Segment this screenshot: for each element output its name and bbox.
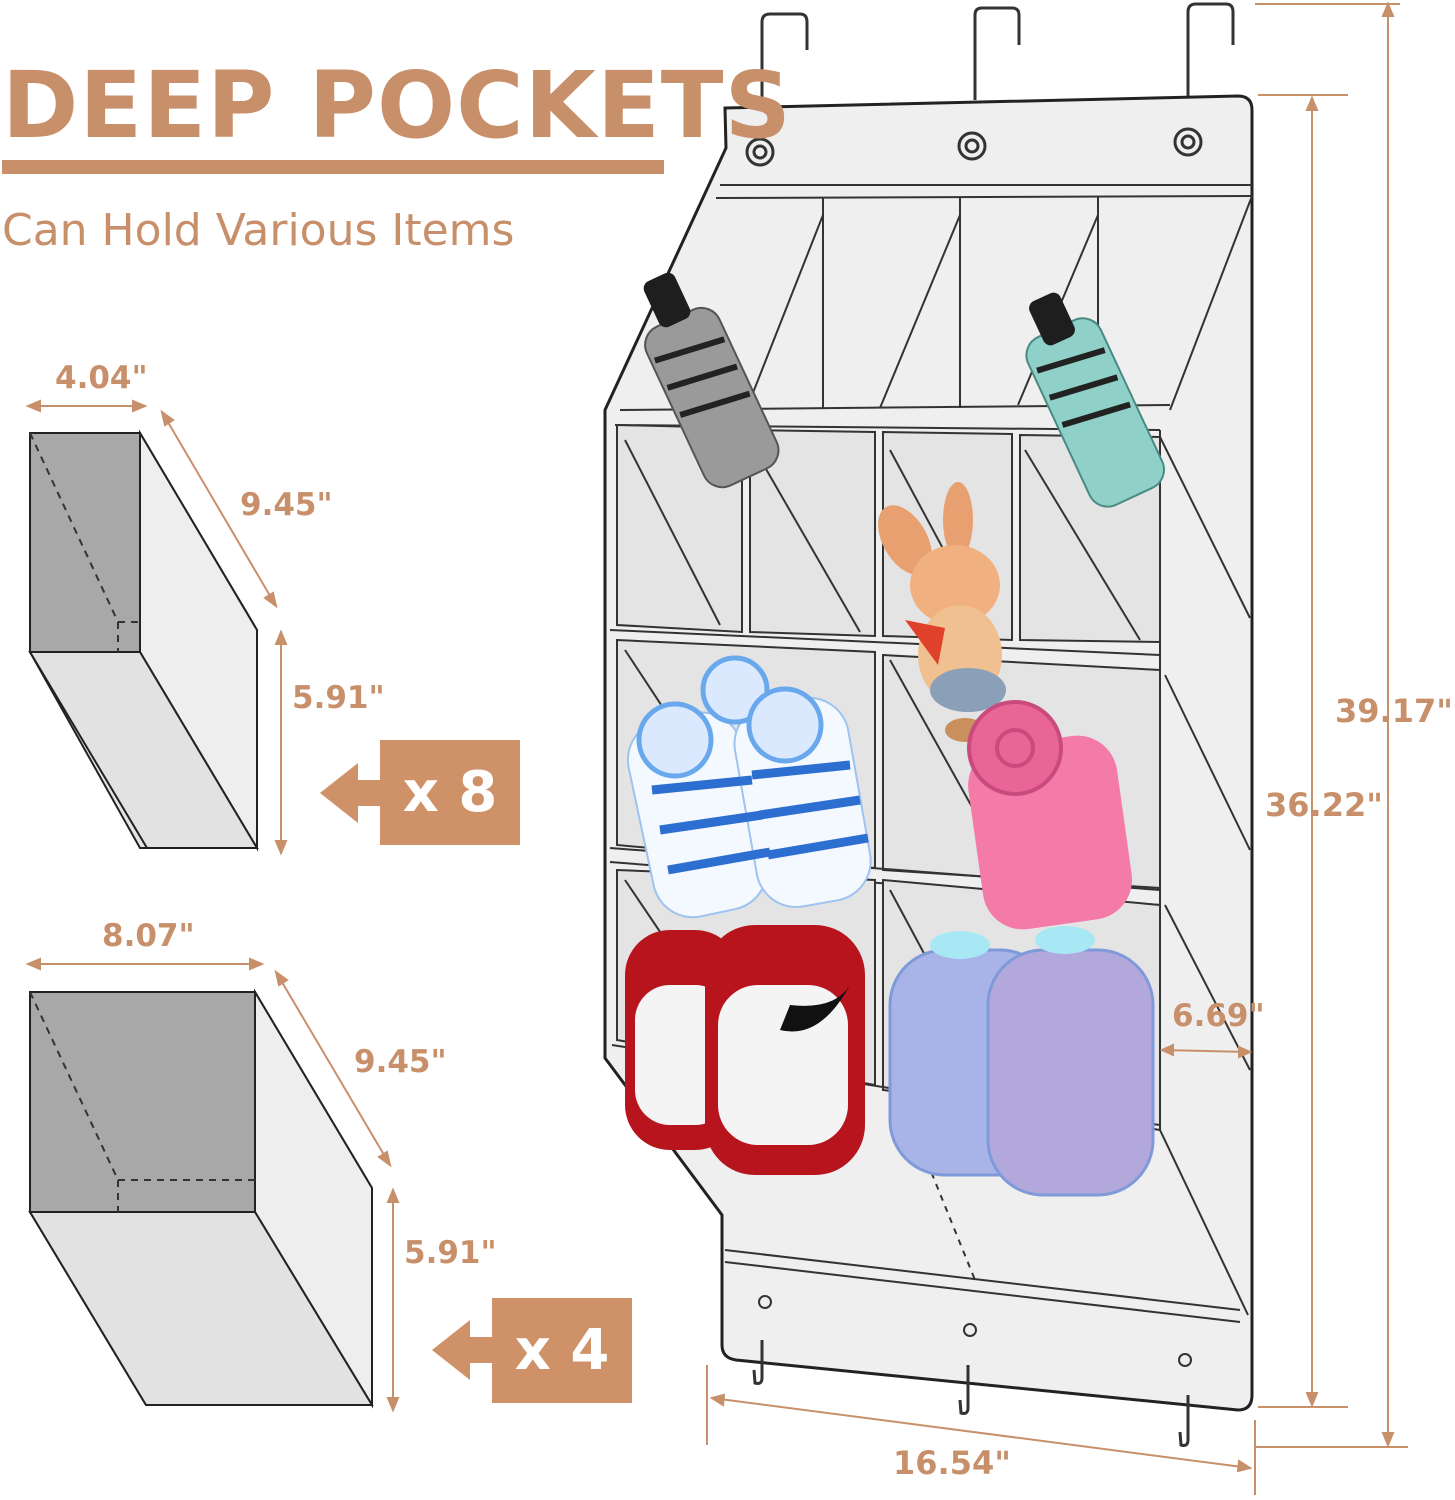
umbrella-black xyxy=(643,272,780,489)
small-pocket-quantity-badge: x 8 xyxy=(380,740,520,845)
sneakers-blue xyxy=(888,926,1155,1197)
large-pocket-diagram xyxy=(28,988,374,1409)
organizer-body-height: 36.22" xyxy=(1265,786,1383,824)
arrow-left-icon xyxy=(320,763,400,823)
large-pocket-height: 5.91" xyxy=(404,1235,497,1271)
organizer-total-height: 39.17" xyxy=(1335,692,1453,730)
small-pocket-dimension-lines xyxy=(25,399,288,856)
subheadline: Can Hold Various Items xyxy=(2,205,515,256)
headline: DEEP POCKETS xyxy=(2,52,792,159)
large-pocket-dimension-lines xyxy=(25,957,400,1413)
organizer-pocket-depth: 6.69" xyxy=(1172,998,1265,1034)
grommet-icon xyxy=(745,127,1203,167)
rolled-towel-pink xyxy=(967,700,1133,930)
small-pocket-height: 5.91" xyxy=(292,680,385,716)
small-pocket-diagram xyxy=(28,429,259,852)
bunny-figurine xyxy=(878,482,1006,742)
small-pocket-depth: 9.45" xyxy=(240,487,333,523)
sneakers-red xyxy=(625,925,865,1175)
umbrella-teal xyxy=(1025,292,1165,508)
organizer-width: 16.54" xyxy=(893,1444,1011,1482)
organizer-dimension-lines xyxy=(706,1,1408,1495)
large-pocket-quantity-badge: x 4 xyxy=(492,1298,632,1403)
arrow-left-icon xyxy=(432,1320,510,1380)
over-door-hook-icon xyxy=(760,2,1235,128)
large-pocket-depth: 9.45" xyxy=(354,1044,447,1080)
headline-underline xyxy=(2,160,664,174)
rolled-towel-blue xyxy=(626,655,872,919)
organizer-diagram xyxy=(603,2,1254,1447)
small-pocket-width: 4.04" xyxy=(55,360,148,396)
large-pocket-width: 8.07" xyxy=(102,918,195,954)
